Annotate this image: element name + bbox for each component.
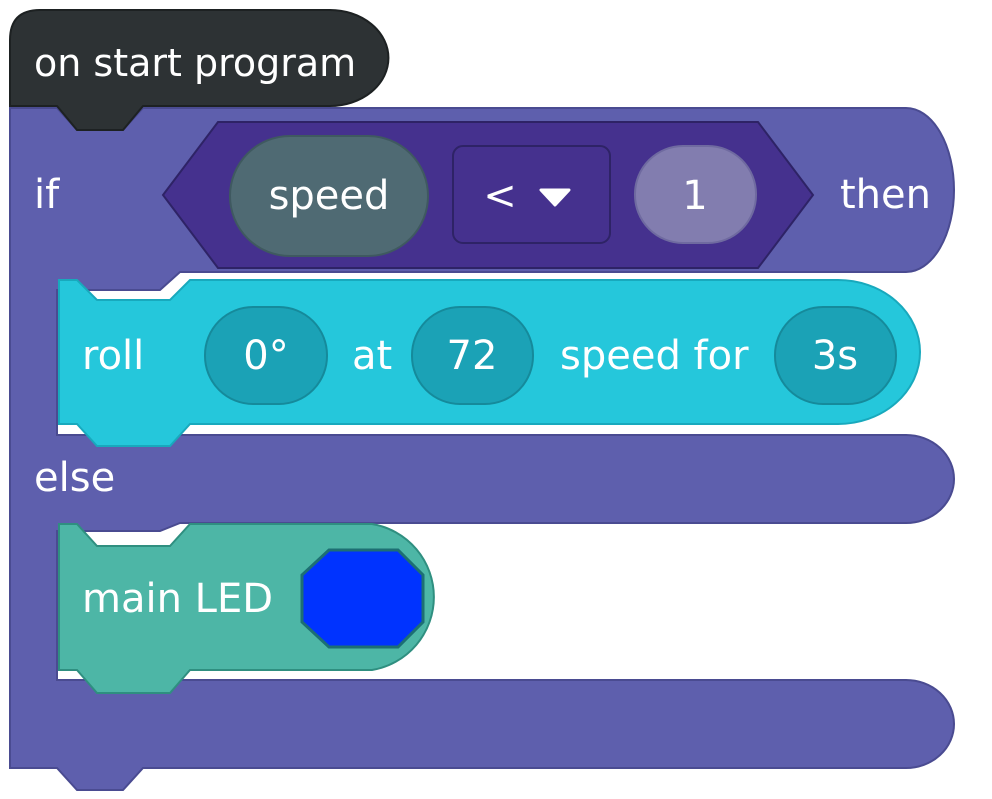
- heading-input[interactable]: [204, 306, 328, 405]
- main-led-label: main LED: [82, 576, 273, 622]
- compare-value-pill[interactable]: [634, 145, 757, 244]
- hat-block-label: on start program: [34, 41, 356, 85]
- if-label: if: [34, 172, 60, 218]
- if-else-block[interactable]: [9, 107, 955, 791]
- then-label: then: [840, 172, 931, 218]
- led-color-swatch[interactable]: [300, 548, 425, 649]
- roll-label: roll: [82, 333, 144, 379]
- heading-value: 0°: [243, 333, 288, 379]
- at-label: at: [352, 333, 392, 379]
- speed-variable-label: speed: [269, 173, 390, 219]
- duration-value: 3s: [812, 333, 858, 379]
- speed-input[interactable]: [411, 306, 534, 405]
- operator-dropdown[interactable]: [452, 145, 611, 244]
- on-start-program-block[interactable]: [9, 9, 390, 131]
- else-label: else: [34, 455, 115, 501]
- speed-for-label: speed for: [560, 333, 749, 379]
- speed-variable-pill[interactable]: [229, 135, 429, 257]
- chevron-down-icon: [539, 188, 571, 207]
- operator-label: <: [483, 173, 517, 219]
- speed-value: 72: [447, 333, 498, 379]
- duration-input[interactable]: [774, 306, 897, 405]
- compare-value-label: 1: [682, 173, 707, 219]
